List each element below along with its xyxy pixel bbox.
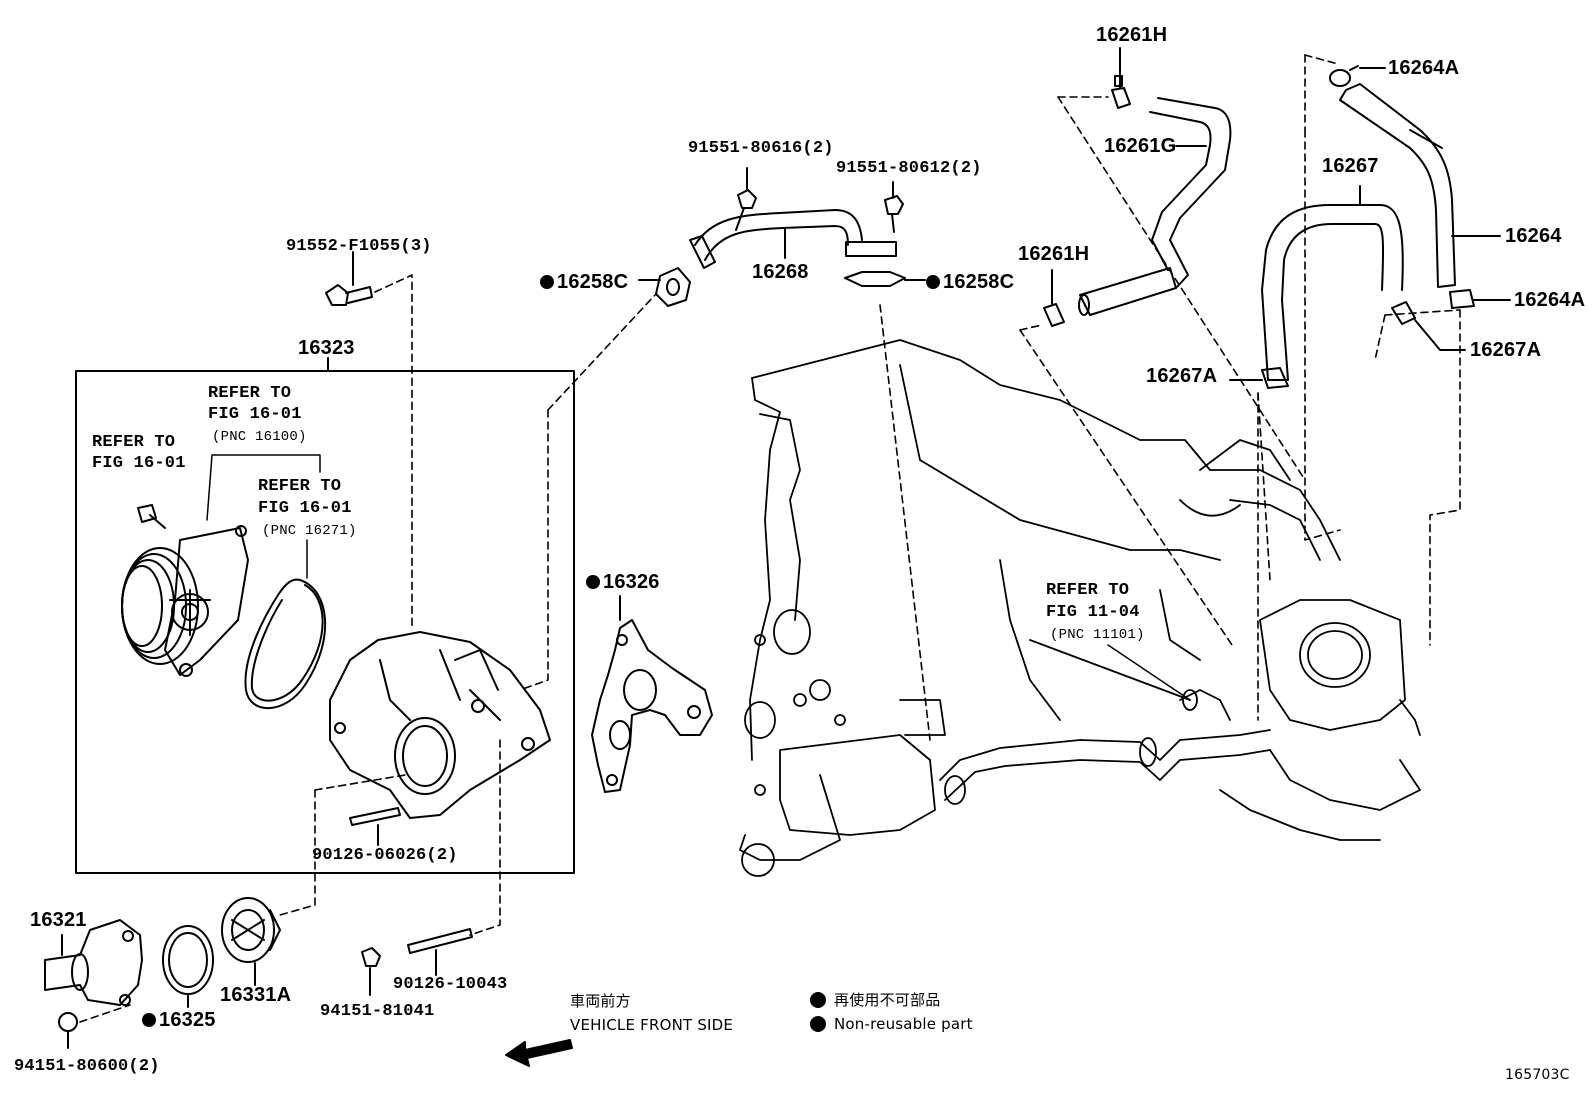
engine-block [740,340,1420,876]
label-refer-fig-16-01-a: REFER TO [92,433,176,452]
label-16258C-left-text: 16258C [557,271,629,293]
legend-nonreusable-jp: 再使用不可部品 [810,992,940,1008]
gasket-16258C-right [845,272,925,286]
label-refer-fig-16-01-c-fig: FIG 16-01 [258,499,352,518]
legend-front-en: VEHICLE FRONT SIDE [570,1016,734,1034]
label-91552-F1055: 91552-F1055(3) [286,237,432,256]
label-refer-fig-16-01-b-fig: FIG 16-01 [208,405,302,424]
label-refer-fig-16-01-b: REFER TO [208,384,292,403]
water-pump-part [122,455,320,676]
bolt-91551-80612 [885,182,903,232]
label-91551-80612: 91551-80612(2) [836,159,982,178]
assembly-box-16323 [76,371,574,873]
clamp-16264A-bottom [1450,290,1510,308]
clamp-16261H-top [1112,48,1130,108]
thermostat-housing-part [45,920,142,1005]
label-16267A-left: 16267A [1146,365,1218,387]
hose-16267 [1262,186,1403,380]
non-reusable-dot [926,275,940,289]
label-16321: 16321 [30,909,87,931]
label-16267A-right: 16267A [1470,339,1542,361]
legend-nonreusable-jp-text: 再使用不可部品 [834,991,941,1009]
label-16267: 16267 [1322,155,1379,177]
pump-bolt [138,505,165,528]
pump-gasket-ring [245,580,325,709]
water-inlet-housing-part [330,632,550,818]
bolt-91551-80616 [736,168,756,230]
clamp-16261H-mid [1044,270,1064,326]
non-reusable-dot [540,275,554,289]
non-reusable-dot [586,575,600,589]
label-refer-fig-16-01-c: REFER TO [258,477,342,496]
label-16258C-right: 16258C [926,272,1014,292]
stud-90126-10043 [408,929,472,975]
label-94151-80600: 94151-80600(2) [14,1057,160,1076]
label-refer-fig-16-01-b-pnc: (PNC 16100) [212,429,307,445]
label-16325-text: 16325 [159,1009,216,1031]
bolt-91552-F1055 [326,252,372,305]
clamp-16264A-top [1330,66,1385,86]
legend-dot-icon [810,1016,826,1032]
pipe-16268 [690,210,896,268]
clamp-16267A-left [1230,368,1288,388]
label-16258C-left: 16258C [540,272,628,292]
nut-94151-81041 [362,948,380,995]
label-refer-fig-11-04: REFER TO [1046,581,1130,600]
label-16326-text: 16326 [603,571,660,593]
label-16261G: 16261G [1104,135,1177,157]
label-16325: 16325 [142,1010,216,1030]
label-16323: 16323 [298,337,355,359]
label-refer-fig-16-01-c-pnc: (PNC 16271) [262,523,357,539]
hose-16264 [1340,84,1500,287]
label-16261H-top: 16261H [1096,24,1168,46]
clamp-16267A-right [1392,302,1465,350]
stud-90126-06026 [350,808,400,845]
legend-nonreusable-en: Non-reusable part [810,1016,973,1032]
label-91551-80616: 91551-80616(2) [688,139,834,158]
label-16326: 16326 [586,572,660,592]
gasket-16258C-left [639,268,690,306]
label-90126-10043: 90126-10043 [393,975,508,994]
gasket-16326 [592,596,712,792]
label-90126-06026: 90126-06026(2) [312,846,458,865]
label-16258C-right-text: 16258C [943,271,1015,293]
thermostat-16331A [222,898,280,985]
bolt-94151-80600 [59,1013,77,1048]
legend-dot-icon [810,992,826,1008]
legend-nonreusable-en-text: Non-reusable part [834,1015,973,1033]
vehicle-front-arrow [506,1040,572,1066]
thermostat-gasket-16325 [163,926,213,1007]
label-16264A-top: 16264A [1388,57,1460,79]
label-16331A: 16331A [220,984,292,1006]
label-16268: 16268 [752,261,809,283]
label-refer-fig-11-04-pnc: (PNC 11101) [1050,627,1145,643]
label-94151-81041: 94151-81041 [320,1002,435,1021]
label-16264A-bottom: 16264A [1514,289,1586,311]
legend-front-jp: 車両前方 [570,992,631,1010]
label-16261H-mid: 16261H [1018,243,1090,265]
label-16264: 16264 [1505,225,1562,247]
hose-16261G [1079,98,1230,315]
label-refer-fig-11-04-fig: FIG 11-04 [1046,603,1140,622]
diagram-id: 165703C [1505,1067,1570,1083]
label-refer-fig-16-01-a-fig: FIG 16-01 [92,454,186,473]
non-reusable-dot [142,1013,156,1027]
